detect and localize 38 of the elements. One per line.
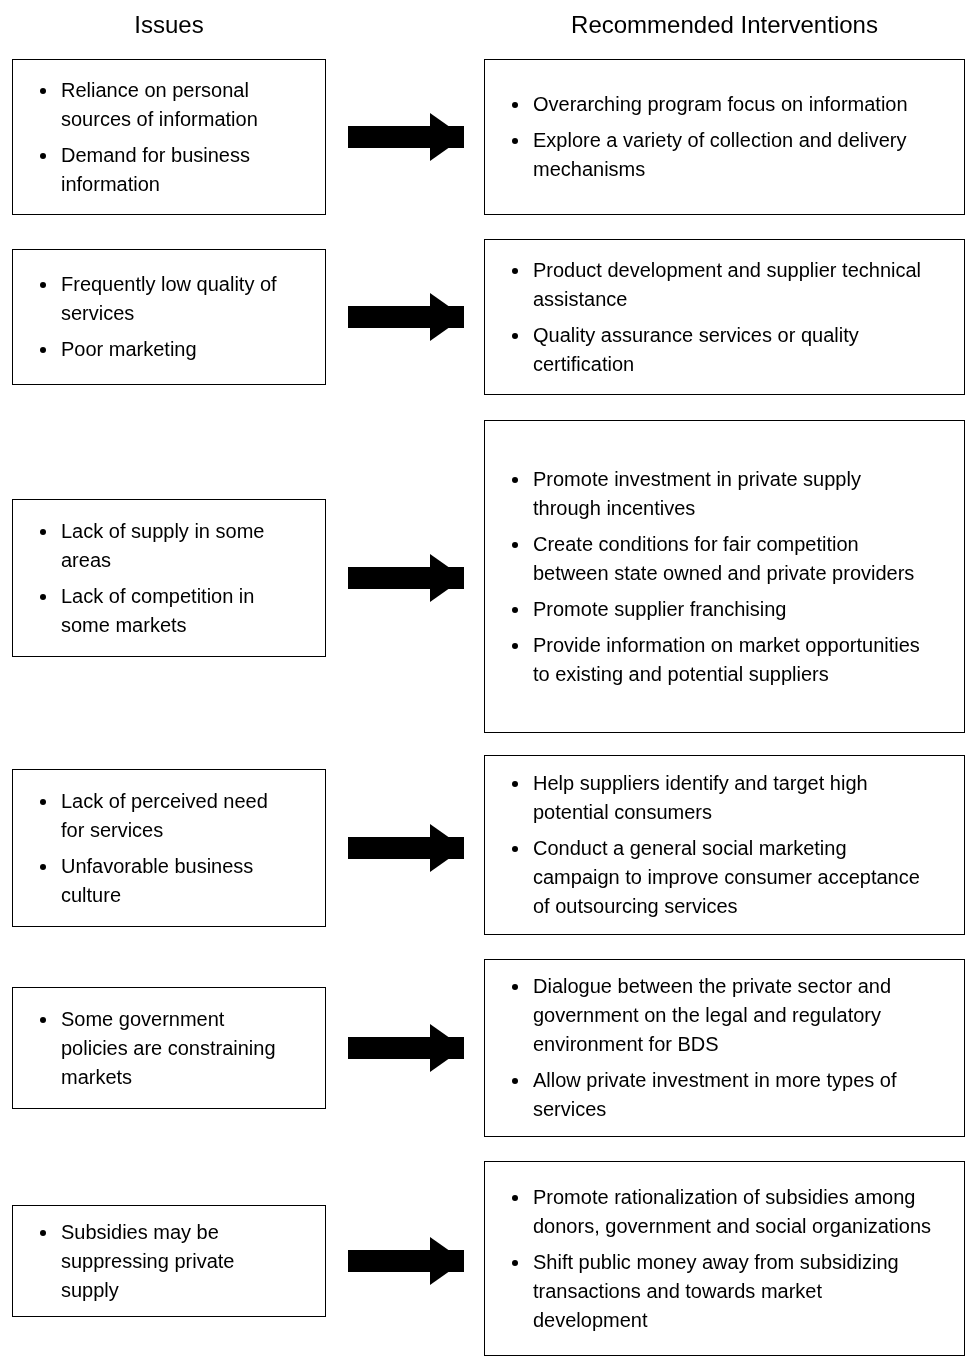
bullet-text: Lack of competition in some markets [61, 583, 256, 638]
bullet-text: Conduct a general social marketing campaign to improve consumer acceptance of outsourcing services [533, 836, 921, 919]
bullet-text: Unfavorable business culture [61, 853, 255, 908]
issue-box [12, 1205, 326, 1317]
bullet-text: Reliance on personal sources of information [61, 77, 259, 132]
bullet-text: Poor marketing [61, 337, 197, 362]
issue-box [12, 249, 326, 385]
intervention-box [484, 420, 965, 733]
bullet-text: Provide information on market opportunities to existing and potential suppliers [533, 632, 921, 687]
bullet-text: Dialogue between the private sector and government on the legal and regulatory environment for BDS [533, 974, 892, 1057]
intervention-box [484, 959, 965, 1137]
bullet-text: Demand for business information [61, 142, 251, 197]
bullet-text: Promote investment in private supply through incentives [533, 466, 862, 521]
column-heading: Issues [133, 10, 205, 40]
intervention-box [484, 59, 965, 215]
bullet-text: Product development and supplier technical assistance [533, 257, 923, 312]
bullet-text: Help suppliers identify and target high potential consumers [533, 771, 869, 825]
bullet-text: Promote rationalization of subsidies among donors, government and social organizations [533, 1184, 933, 1239]
intervention-box [484, 755, 965, 935]
bullet-text: Lack of perceived need for services [61, 788, 269, 843]
intervention-box [484, 239, 965, 395]
bullet-text: Promote supplier franchising [533, 596, 787, 622]
intervention-box [484, 1161, 965, 1356]
bullet-text: Create conditions for fair competition between state owned and private providers [533, 531, 916, 586]
issue-box [12, 59, 326, 215]
bullet-text: Overarching program focus on information [533, 92, 908, 117]
bullet-text: Some government policies are constraining markets [61, 1006, 277, 1090]
issue-box [12, 987, 326, 1109]
bullet-text: Allow private investment in more types of services [533, 1068, 898, 1122]
bullet-text: Quality assurance services or quality certification [533, 322, 860, 377]
issue-box [12, 499, 326, 657]
bullet-text: Explore a variety of collection and delivery mechanisms [533, 128, 908, 182]
issue-box [12, 769, 326, 927]
bullet-text: Frequently low quality of services [61, 272, 278, 326]
column-heading: Recommended Interventions [570, 10, 879, 40]
bullet-text: Shift public money away from subsidizing transactions and towards market development [533, 1249, 900, 1333]
bullet-text: Subsidies may be suppressing private supply [61, 1219, 236, 1303]
bullet-text: Lack of supply in some areas [61, 518, 266, 573]
